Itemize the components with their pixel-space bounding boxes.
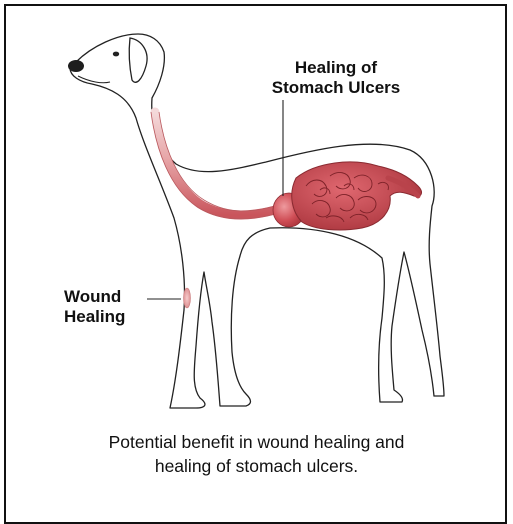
diagram-caption: Potential benefit in wound healing and h… — [20, 430, 493, 478]
stomach-label-line2: Stomach Ulcers — [246, 78, 426, 98]
dog-eye — [113, 52, 119, 57]
wound-label-line1: Wound — [64, 287, 154, 307]
stomach-label-line1: Healing of — [246, 58, 426, 78]
wound-healing-label: Wound Healing — [64, 287, 154, 327]
wound-mark — [184, 288, 191, 308]
wound-label-line2: Healing — [64, 307, 154, 327]
caption-line1: Potential benefit in wound healing and — [20, 430, 493, 454]
caption-line2: healing of stomach ulcers. — [20, 454, 493, 478]
stomach-ulcer-label: Healing of Stomach Ulcers — [246, 58, 426, 98]
dog-nose — [68, 60, 84, 72]
